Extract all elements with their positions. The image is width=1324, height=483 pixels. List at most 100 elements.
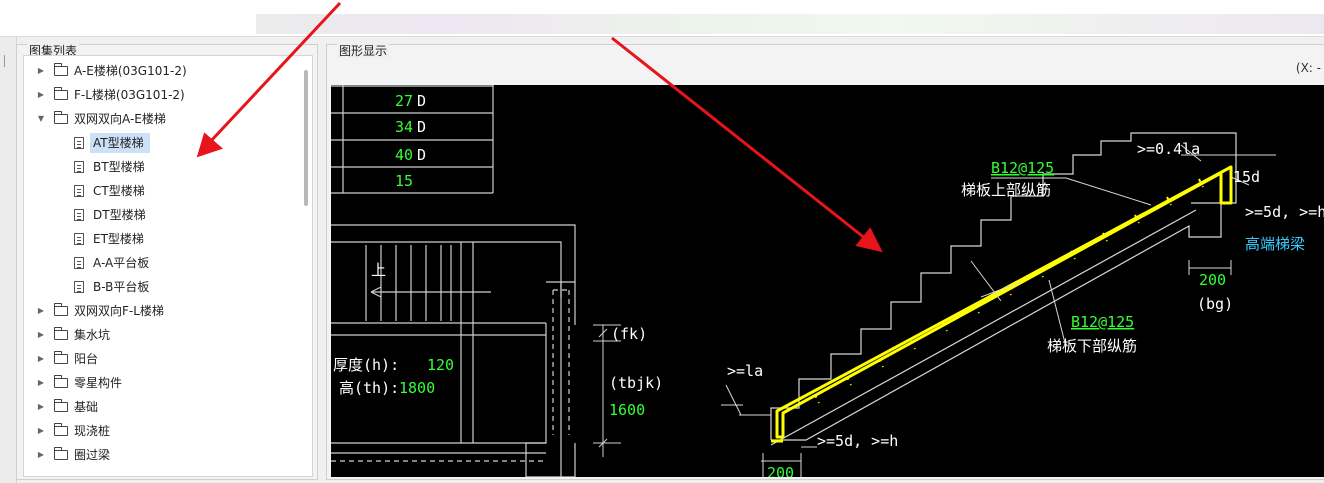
tree-item-label: BT型楼梯 bbox=[93, 160, 145, 174]
document-icon bbox=[74, 137, 84, 149]
folder-icon bbox=[54, 303, 68, 316]
top-toolbar bbox=[0, 0, 1324, 37]
height-value: 1800 bbox=[399, 379, 435, 397]
tree-leaf-item[interactable]: A-A平台板 bbox=[24, 252, 312, 274]
tree-leaf-item[interactable]: B-B平台板 bbox=[24, 276, 312, 298]
table-value-1: 27 bbox=[395, 92, 413, 110]
tree-item-label: 圈过梁 bbox=[74, 448, 111, 462]
tree-item-label: 阳台 bbox=[74, 352, 99, 366]
hook-label: 15d bbox=[1233, 168, 1260, 186]
top-rebar-spec: B12@125 bbox=[991, 159, 1054, 177]
tbjk-label: (tbjk) bbox=[609, 374, 663, 392]
folder-icon bbox=[54, 399, 68, 412]
expand-chevron-right-icon[interactable]: ▶ bbox=[37, 402, 45, 411]
document-icon bbox=[74, 281, 84, 293]
document-icon bbox=[74, 209, 84, 221]
folder-icon bbox=[54, 447, 68, 460]
expand-chevron-right-icon[interactable]: ▶ bbox=[37, 426, 45, 435]
folder-icon bbox=[54, 327, 68, 340]
tree-folder-item[interactable]: ▶ 阳台 bbox=[24, 348, 312, 370]
graphic-display-panel: 图形显示 (X: - 27 D 34 D 40 D 15 bbox=[326, 44, 1324, 480]
tree-folder-item[interactable]: ▶基础 bbox=[24, 396, 312, 418]
table-value-4: 15 bbox=[395, 172, 413, 190]
expand-chevron-right-icon[interactable]: ▶ bbox=[37, 330, 45, 339]
document-icon bbox=[74, 233, 84, 245]
table-suffix-2: D bbox=[417, 118, 426, 136]
table-suffix-1: D bbox=[417, 92, 426, 110]
tree-folder-item[interactable]: ▶集水坑 bbox=[24, 324, 312, 346]
tree-item-label: ET型楼梯 bbox=[93, 232, 144, 246]
tree-leaf-item[interactable]: CT型楼梯 bbox=[24, 180, 312, 202]
folder-icon bbox=[54, 87, 68, 100]
expand-chevron-right-icon[interactable]: ▶ bbox=[37, 66, 45, 75]
expand-chevron-right-icon[interactable]: ▶ bbox=[37, 354, 45, 363]
up-arrow-label: 上 bbox=[371, 261, 386, 279]
tree-item-label: 现浇桩 bbox=[74, 424, 111, 438]
collapse-handle-icon[interactable] bbox=[4, 55, 11, 67]
low-width-value: 200 bbox=[767, 464, 794, 477]
tree-folder-item[interactable]: ▶ 现浇桩 bbox=[24, 420, 312, 442]
tree-item-label: CT型楼梯 bbox=[93, 184, 145, 198]
stair-section-outline bbox=[770, 132, 1237, 446]
tree-item-label: 零星构件 bbox=[74, 376, 123, 390]
expand-chevron-right-icon[interactable]: ▶ bbox=[37, 450, 45, 459]
fk-label: (fk) bbox=[611, 325, 647, 343]
tree-folder-item[interactable]: ▶ 双网双向F-L楼梯 bbox=[24, 300, 312, 322]
table-value-2: 34 bbox=[395, 118, 413, 136]
bottom-rebar-spec: B12@125 bbox=[1071, 313, 1134, 331]
drawing-canvas[interactable]: 27 D 34 D 40 D 15 bbox=[331, 85, 1324, 477]
top-rebar-name: 梯板上部纵筋 bbox=[961, 181, 1051, 199]
height-label: 高(th): bbox=[339, 379, 399, 397]
document-icon bbox=[74, 185, 84, 197]
la-label: >=la bbox=[727, 362, 763, 380]
stair-plan-view bbox=[331, 224, 576, 477]
tree-leaf-item[interactable]: ET型楼梯 bbox=[24, 228, 312, 250]
folder-icon bbox=[54, 375, 68, 388]
anchor-top-label: >=0.4la bbox=[1137, 140, 1200, 158]
expand-chevron-down-icon[interactable]: ▼ bbox=[37, 114, 45, 123]
folder-icon bbox=[54, 63, 68, 76]
expand-chevron-right-icon[interactable]: ▶ bbox=[37, 378, 45, 387]
high-beam-label: 高端梯梁 bbox=[1245, 235, 1305, 253]
tree-leaf-item[interactable]: AT型楼梯 bbox=[24, 132, 312, 154]
coordinate-readout: (X: - bbox=[1295, 61, 1321, 75]
plan-hidden-lines bbox=[331, 289, 570, 462]
tree-folder-item[interactable]: ▶ 圈过梁 bbox=[24, 444, 312, 466]
atlas-list-panel: 图集列表 ▶A-E楼梯(03G101-2)▶F-L楼梯(03G101-2)▼双网… bbox=[16, 44, 318, 480]
tree-folder-item[interactable]: ▼双网双向A-E楼梯 bbox=[24, 108, 312, 130]
tree-item-label: A-E楼梯(03G101-2) bbox=[74, 64, 187, 78]
tree-item-label: 双网双向F-L楼梯 bbox=[74, 304, 164, 318]
atlas-list-title: 图集列表 bbox=[27, 44, 80, 58]
collapse-strip[interactable] bbox=[0, 37, 17, 483]
leader-lines bbox=[721, 144, 1276, 477]
tree-leaf-item[interactable]: BT型楼梯 bbox=[24, 156, 312, 178]
document-icon bbox=[74, 257, 84, 269]
bottom-rebar-name: 梯板下部纵筋 bbox=[1047, 337, 1137, 355]
tree-item-label: DT型楼梯 bbox=[93, 208, 146, 222]
tree-folder-item[interactable]: ▶ F-L楼梯(03G101-2) bbox=[24, 84, 312, 106]
expand-chevron-right-icon[interactable]: ▶ bbox=[37, 90, 45, 99]
table-value-3: 40 bbox=[395, 146, 413, 164]
thickness-label: 厚度(h): bbox=[333, 356, 399, 374]
rebar-main bbox=[771, 165, 1233, 443]
anchor-low-label: >=5d, >=h bbox=[817, 432, 898, 450]
thickness-value: 120 bbox=[427, 356, 454, 374]
stair-drawing: 27 D 34 D 40 D 15 bbox=[331, 85, 1324, 477]
bg-label: (bg) bbox=[1197, 295, 1233, 313]
tree-item-label: F-L楼梯(03G101-2) bbox=[74, 88, 185, 102]
anchor-high-label: >=5d, >=h bbox=[1245, 203, 1324, 221]
tree-item-label: A-A平台板 bbox=[93, 256, 150, 270]
expand-chevron-right-icon[interactable]: ▶ bbox=[37, 306, 45, 315]
toolbar-strip bbox=[256, 14, 1324, 34]
graphic-display-title: 图形显示 bbox=[337, 44, 390, 58]
tree-folder-item[interactable]: ▶ 零星构件 bbox=[24, 372, 312, 394]
beam-width-value: 200 bbox=[1199, 271, 1226, 289]
tree-item-label: B-B平台板 bbox=[93, 280, 150, 294]
tree-scrollbar[interactable] bbox=[304, 70, 308, 206]
vertical-dimension bbox=[593, 324, 621, 457]
tree-leaf-item[interactable]: DT型楼梯 bbox=[24, 204, 312, 226]
document-icon bbox=[74, 161, 84, 173]
tree-folder-item[interactable]: ▶ A-E楼梯(03G101-2) bbox=[24, 60, 312, 82]
tbjk-value: 1600 bbox=[609, 401, 645, 419]
dimension-table bbox=[331, 85, 494, 194]
